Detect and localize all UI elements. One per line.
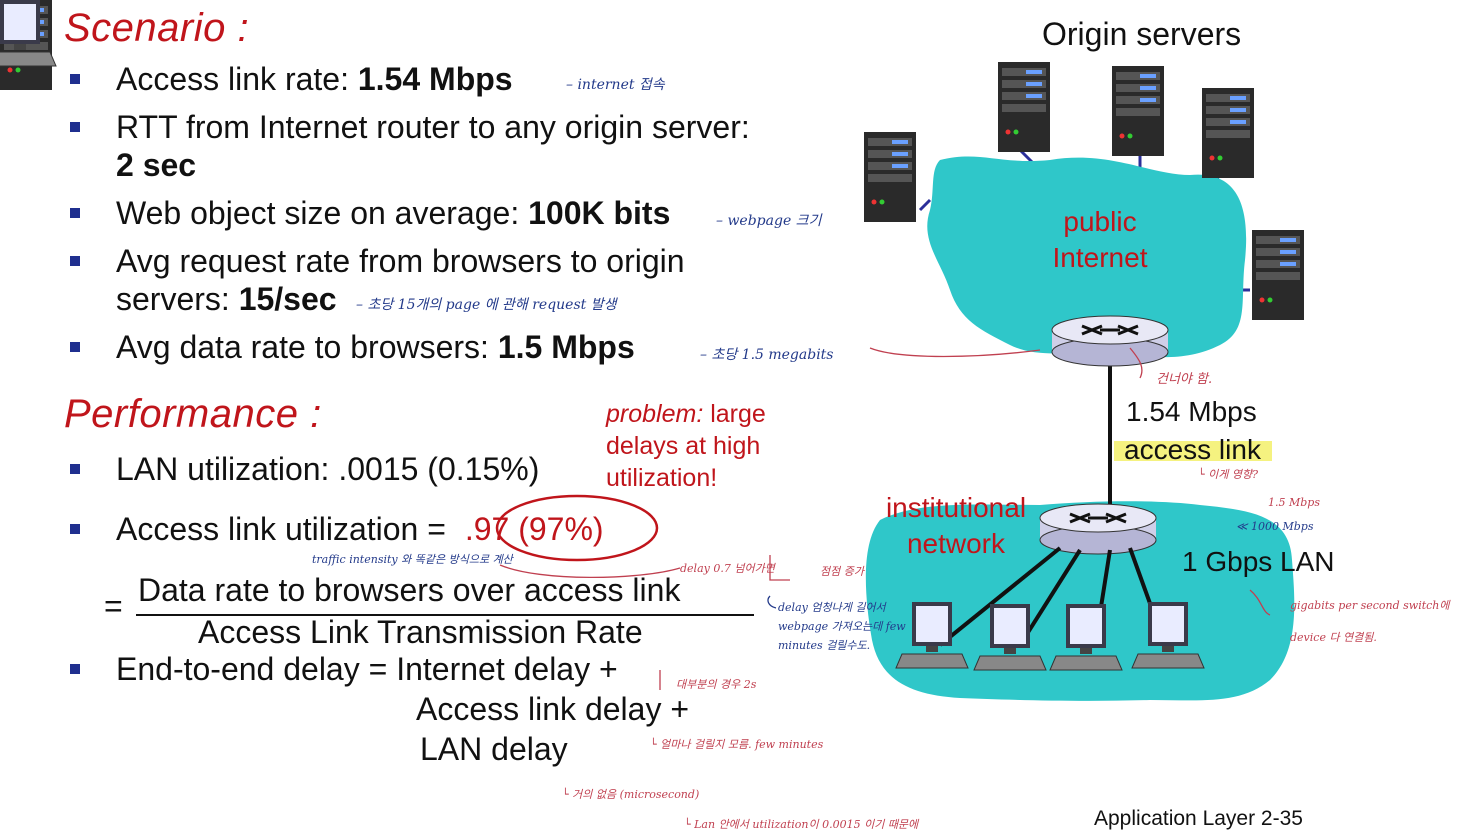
problem-note: problem: large delays at high utilizatio… <box>606 398 766 494</box>
bullet-text: Web object size on average: <box>116 195 529 231</box>
note-data-rate: – 초당 1.5 megabits <box>700 347 834 363</box>
slide-footer: Application Layer 2-35 <box>1094 807 1303 830</box>
computer-icon <box>973 603 1047 671</box>
note-devices-connected: device 다 연결됨. <box>1290 631 1377 644</box>
problem-line-1: large <box>703 400 766 428</box>
delay-line-3: LAN delay <box>420 731 568 767</box>
bullet-lan-utilization: LAN utilization: .0015 (0.15%) <box>70 450 540 488</box>
note-traffic-intensity: traffic intensity 와 똑같은 방식으로 계산 <box>312 553 513 566</box>
bullet-marker <box>70 256 80 266</box>
public-internet-line-2: Internet <box>1052 242 1148 273</box>
bullet-value: 1.54 Mbps <box>357 61 513 97</box>
server-icon <box>1112 66 1164 156</box>
note-internet-access: – internet 접속 <box>566 77 665 93</box>
access-rate-label: 1.54 Mbps <box>1126 396 1257 427</box>
computer-icon <box>1049 603 1123 671</box>
note-delay-threshold: delay 0.7 넘어가면 <box>680 562 775 575</box>
bullet-data-rate: Avg data rate to browsers: 1.5 Mbps <box>70 328 635 366</box>
server-icon <box>1252 230 1304 320</box>
bullet-marker <box>70 342 80 352</box>
bullet-access-utilization: Access link utilization = .97 (97%) <box>70 510 604 548</box>
institutional-line-2: network <box>906 528 1006 559</box>
bullet-value: 100K bits <box>528 195 671 231</box>
note-long-delay: delay 엄청나게 길어서 webpage 가져오는데 few minutes… <box>778 598 906 655</box>
bullet-text: Avg request rate from browsers to origin <box>116 243 685 279</box>
internet-router <box>1051 315 1169 367</box>
bullet-marker <box>70 74 80 84</box>
bullet-text: Avg data rate to browsers: <box>116 329 498 365</box>
bullet-value: 2 sec <box>116 147 197 183</box>
problem-label: problem: <box>606 400 704 428</box>
bullet-value: 15/sec <box>238 281 337 317</box>
lan-label: 1 Gbps LAN <box>1182 546 1335 577</box>
server-icon <box>0 0 52 90</box>
problem-line-2: delays at high <box>606 432 761 460</box>
bullet-value: 1.5 Mbps <box>497 329 635 365</box>
note-1000-mbps: ≪ 1000 Mbps <box>1236 520 1314 533</box>
bullet-text: End-to-end delay = Internet delay + <box>116 651 618 687</box>
bullet-text: Access link rate: <box>116 61 358 97</box>
note-access-delay: └ 얼마나 걸릴지 모름. few minutes <box>650 738 824 751</box>
bullet-marker <box>70 664 80 674</box>
note-long-delay-2: webpage 가져오는데 few <box>778 620 906 633</box>
public-internet-line-1: public <box>1063 206 1137 237</box>
note-lan-delay: └ 거의 없음 (microsecond) <box>562 788 700 801</box>
note-affect: └ 이게 영향? <box>1198 468 1258 481</box>
bullet-access-link-rate: Access link rate: 1.54 Mbps <box>70 60 513 98</box>
institutional-network-label: institutional network <box>880 490 1032 562</box>
note-long-delay-3: minutes 걸릴수도. <box>778 639 871 652</box>
scenario-heading: Scenario : <box>64 6 250 50</box>
bullet-text: Access link utilization = <box>116 511 455 547</box>
server-icon <box>864 132 916 222</box>
delay-line-2: Access link delay + <box>416 691 690 727</box>
fraction-bar <box>136 614 754 616</box>
note-increase: 점점 증가 <box>820 565 864 578</box>
note-lan-utilization: └ Lan 안에서 utilization이 0.0015 이기 때문에 <box>684 818 919 831</box>
performance-heading: Performance : <box>64 392 322 436</box>
note-internet-delay: 대부분의 경우 2s <box>676 678 757 691</box>
note-request-rate: – 초당 15개의 page 에 관해 request 발생 <box>356 297 617 313</box>
server-icon <box>1202 88 1254 178</box>
server-icon <box>998 62 1050 152</box>
computer-icon <box>895 601 969 669</box>
equals-sign: = <box>104 588 123 624</box>
fraction-numerator: Data rate to browsers over access link <box>138 572 681 608</box>
bullet-marker <box>70 122 80 132</box>
computer-icon <box>0 0 57 67</box>
bullet-rtt: RTT from Internet router to any origin s… <box>70 108 750 184</box>
institutional-router <box>1039 503 1157 555</box>
note-webpage-size: – webpage 크기 <box>716 213 822 229</box>
bullet-marker <box>70 464 80 474</box>
origin-servers-label: Origin servers <box>1042 16 1242 52</box>
bullet-marker <box>70 208 80 218</box>
note-must-cross: 건너야 함. <box>1156 372 1213 387</box>
computer-icon <box>1131 601 1205 669</box>
access-link-label: access link <box>1124 434 1261 465</box>
note-1-5-mbps: 1.5 Mbps <box>1268 496 1320 509</box>
bullet-marker <box>70 524 80 534</box>
bullet-request-rate: Avg request rate from browsers to origin… <box>70 242 685 318</box>
institutional-line-1: institutional <box>885 492 1027 523</box>
bullet-object-size: Web object size on average: 100K bits <box>70 194 671 232</box>
note-gigabit-switch: gigabits per second switch에 <box>1290 599 1450 612</box>
utilization-value: .97 (97%) <box>464 511 604 547</box>
bullet-text-2: servers: <box>116 281 239 317</box>
bullet-end-to-end-delay: End-to-end delay = Internet delay + <box>70 650 618 688</box>
bullet-text: RTT from Internet router to any origin s… <box>116 109 750 145</box>
problem-line-3: utilization! <box>606 464 718 492</box>
note-long-delay-1: delay 엄청나게 길어서 <box>778 601 886 614</box>
public-internet-label: public Internet <box>1052 204 1148 276</box>
bullet-text: LAN utilization: .0015 (0.15%) <box>116 451 540 487</box>
fraction-denominator: Access Link Transmission Rate <box>198 614 643 650</box>
